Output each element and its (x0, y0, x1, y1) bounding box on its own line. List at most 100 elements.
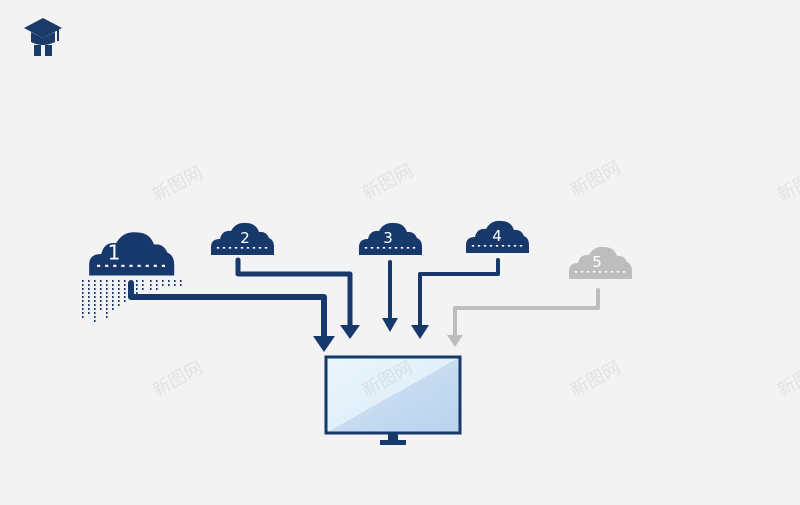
cloud-dot (129, 264, 133, 267)
cloud-dot (258, 247, 262, 249)
rain-dot (106, 280, 108, 282)
rain-dot (106, 292, 108, 294)
cloud-dot (598, 271, 602, 273)
rain-dot (82, 284, 84, 286)
cloud-node-2: 2 (211, 222, 274, 255)
rain-dot (82, 316, 84, 318)
rain-dot (130, 288, 132, 290)
cloud-dot (216, 247, 220, 249)
rain-dot (88, 284, 90, 286)
rain-dot (82, 312, 84, 314)
rain-dot (112, 292, 114, 294)
rain-dot (118, 304, 120, 306)
rain-dot (100, 284, 102, 286)
rain-dot (180, 280, 182, 282)
rain-dot (94, 280, 96, 282)
rain-dot (94, 312, 96, 314)
rain-dot (100, 296, 102, 298)
monitor-icon (324, 355, 462, 445)
cloud-dot (394, 247, 398, 249)
rain-dot (100, 308, 102, 310)
connector-line-5 (453, 288, 600, 339)
cloud-dot (483, 245, 487, 247)
cloud-dot (382, 247, 386, 249)
rain-dot (82, 292, 84, 294)
cloud-dot (96, 264, 101, 267)
rain-dot (88, 280, 90, 282)
rain-dot (156, 280, 158, 282)
rain-dot (106, 316, 108, 318)
cloud-dot (121, 264, 125, 267)
rain-dot (136, 284, 138, 286)
rain-dot (136, 292, 138, 294)
rain-dot (94, 316, 96, 318)
rain-dot (106, 312, 108, 314)
cloud-icon (89, 232, 175, 276)
rain-dot (88, 308, 90, 310)
rain-dot (130, 284, 132, 286)
rain-dot (94, 304, 96, 306)
cloud-dot (105, 264, 109, 267)
connector-line-2 (235, 257, 353, 330)
rain-dot (94, 296, 96, 298)
cloud-dot (477, 245, 481, 247)
arrowhead-icon (313, 336, 335, 352)
rain-dot (106, 304, 108, 306)
cloud-icon (466, 220, 529, 253)
rain-dot (142, 284, 144, 286)
cloud-dot (501, 245, 505, 247)
rain-dot (82, 296, 84, 298)
cloud-dot (507, 245, 511, 247)
node-label: 1 (108, 240, 121, 264)
rain-dot (106, 288, 108, 290)
rain-dot (142, 288, 144, 290)
cloud-node-3: 3 (359, 222, 422, 255)
node-label: 2 (240, 229, 250, 247)
rain-dot (106, 300, 108, 302)
cloud-dot (513, 245, 517, 247)
cloud-dot (388, 247, 392, 249)
rain-dot (118, 292, 120, 294)
rain-dot (112, 300, 114, 302)
cloud-dot (222, 247, 226, 249)
rain-dot (162, 284, 164, 286)
rain-dot (118, 296, 120, 298)
rain-dot (100, 280, 102, 282)
rain-dot (94, 284, 96, 286)
arrowhead-icon (411, 325, 429, 339)
cloud-dot (604, 271, 608, 273)
rain-dot (118, 300, 120, 302)
rain-dot (162, 280, 164, 282)
rain-dot (94, 292, 96, 294)
node-label: 4 (492, 227, 502, 245)
rain-dot (94, 308, 96, 310)
cloud-dot (370, 247, 374, 249)
rain-dot (130, 280, 132, 282)
rain-dot (106, 284, 108, 286)
rain-dot (168, 280, 170, 282)
rain-dot (88, 288, 90, 290)
rain-dot (130, 292, 132, 294)
rain-dot (112, 284, 114, 286)
rain-dot (82, 280, 84, 282)
cloud-dot (586, 271, 590, 273)
rain-dot (150, 284, 152, 286)
cloud-dot (145, 264, 149, 267)
cloud-dot (252, 247, 256, 249)
rain-dot (112, 308, 114, 310)
rain-dot (106, 296, 108, 298)
rain-dot (156, 288, 158, 290)
cloud-icon (359, 222, 422, 255)
rain-dot (82, 288, 84, 290)
rain-dot (118, 284, 120, 286)
cloud-dot (228, 247, 232, 249)
cloud-dot (622, 271, 626, 273)
cloud-dot (234, 247, 238, 249)
rain-dot (94, 300, 96, 302)
arrowhead-icon (447, 335, 463, 347)
cloud-dot (412, 247, 416, 249)
rain-dot (112, 280, 114, 282)
cloud-dot (113, 264, 117, 267)
